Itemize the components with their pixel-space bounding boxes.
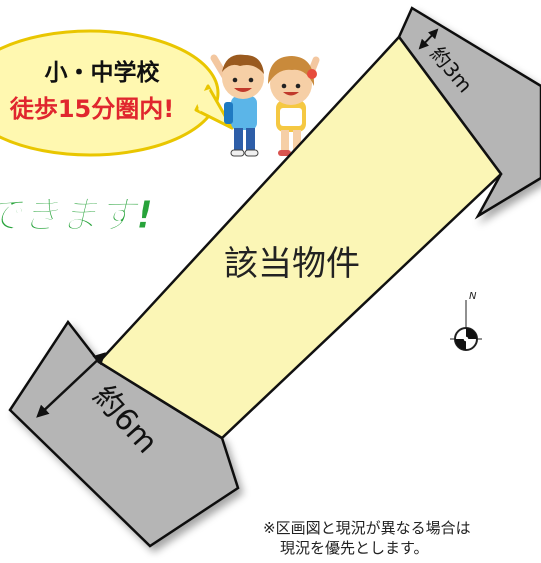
children-illustration-icon bbox=[210, 54, 320, 157]
badge-line1: 小・中学校 bbox=[45, 59, 161, 86]
disclaimer-note: ※区画図と現況が異なる場合は 現況を優先とします。 bbox=[263, 518, 471, 558]
compass-north-label: N bbox=[469, 291, 477, 302]
note-line1: ※区画図と現況が異なる場合は bbox=[263, 519, 471, 537]
subject-plot: 該当物件 bbox=[97, 35, 503, 440]
note-line2: 現況を優先とします。 bbox=[280, 539, 429, 557]
badge-line2: 徒歩15分圏内! bbox=[9, 95, 174, 123]
plot-label: 該当物件 bbox=[224, 244, 360, 284]
slogan-text: できます! bbox=[0, 193, 153, 237]
school-badge: 小・中学校 徒歩15分圏内! bbox=[0, 29, 234, 157]
north-compass-icon: N bbox=[450, 291, 482, 351]
